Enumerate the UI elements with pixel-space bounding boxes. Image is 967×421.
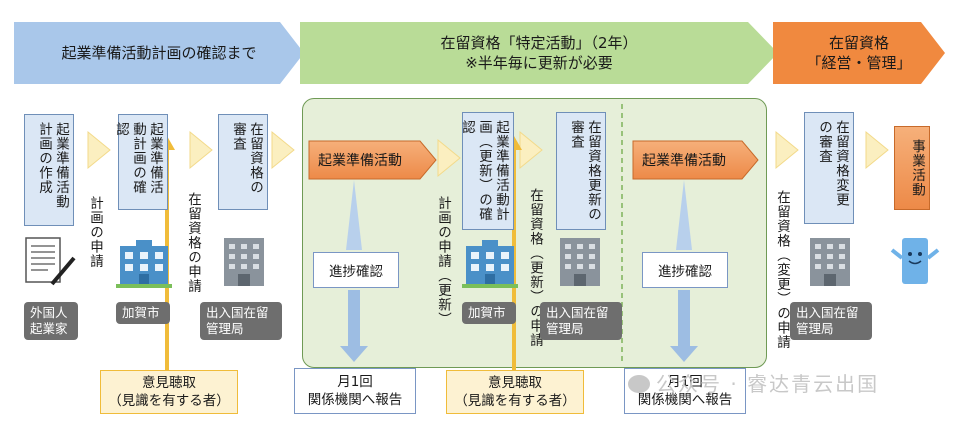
actor-immigration-1: 出入国在留管理局 [200, 302, 282, 340]
immigration-office-building-2-icon [560, 238, 600, 286]
monthly-report-1-line1: 月1回 [337, 374, 373, 390]
label-status-application-change: 在留資格（変更）の申請 [774, 190, 790, 350]
monthly-report-1-line2: 関係機関へ報告 [307, 392, 403, 408]
prep-activity-2-label: 起業準備活動 [642, 153, 726, 169]
label-plan-application: 計画の申請 [87, 196, 103, 269]
step-renewal-review-label: 在留資格更新の審査 [568, 120, 601, 222]
actor-kaga-city-2: 加賀市 [462, 302, 516, 324]
immigration-office-building-3-icon [810, 238, 850, 286]
chevron-arrow-5 [519, 130, 543, 170]
phase2-banner-line1: 在留資格「特定活動」（2年） [440, 34, 638, 52]
phase3-banner-line2: 「経営・管理」 [806, 54, 912, 72]
opinion-hearing-1-line2: （見識を有する者） [108, 393, 230, 409]
prep-activity-2-arrow [632, 140, 759, 180]
step-change-review-label: 在留資格変更の審査 [816, 120, 849, 207]
chevron-arrow-7 [865, 130, 889, 170]
watermark-text: 公众号 · 睿达青云出国 [656, 372, 880, 396]
chevron-arrow-1 [87, 130, 111, 170]
label-status-application-renewal: 在留資格（更新）の申請 [527, 188, 543, 348]
step-plan-confirm-renewal: 起業準備活動計画（更新）の確認 [459, 112, 514, 230]
step-change-review: 在留資格変更の審査 [804, 112, 854, 224]
watermark: 公众号 · 睿达青云出国 [628, 368, 879, 397]
phase2-banner-line2: ※半年毎に更新が必要 [465, 54, 613, 72]
actor-kaga-city-1: 加賀市 [116, 302, 170, 324]
progress-check-2: 進捗確認 [642, 252, 728, 288]
city-hall-building-icon [116, 240, 172, 288]
progress-check-1: 進捗確認 [313, 252, 399, 288]
step-renewal-review: 在留資格更新の審査 [556, 112, 606, 230]
label-plan-application-renewal: 計画の申請（更新） [435, 196, 451, 327]
wechat-icon [628, 375, 650, 393]
phase3-banner-line1: 在留資格 [828, 34, 889, 52]
progress-check-2-label: 進捗確認 [658, 264, 712, 280]
business-building-mascot-icon [890, 238, 940, 284]
monthly-report-2-line1: 月1回 [667, 374, 703, 390]
progress-spike-1 [346, 180, 362, 250]
monthly-report-1: 月1回 関係機関へ報告 [294, 368, 416, 414]
opinion-hearing-1: 意見聴取 （見識を有する者） [100, 370, 238, 414]
step-business-activity-label: 事業活動 [909, 139, 925, 197]
actor-foreign-entrepreneur: 外国人起業家 [24, 302, 78, 340]
document-pen-icon [25, 237, 76, 286]
step-plan-confirm-renewal-label: 起業準備活動計画（更新）の確認 [459, 120, 509, 222]
opinion-hearing-1-line1: 意見聴取 [142, 375, 196, 391]
chevron-arrow-3 [271, 130, 295, 170]
prep-activity-1-label: 起業準備活動 [318, 153, 402, 169]
monthly-report-2-line2: 関係機関へ報告 [637, 392, 733, 408]
step-plan-creation-label: 起業準備活動計画の作成 [36, 122, 69, 209]
actor-immigration-2: 出入国在留管理局 [540, 302, 622, 340]
opinion-hearing-2-line1: 意見聴取 [488, 375, 542, 391]
phase3-banner: 在留資格 「経営・管理」 [773, 22, 945, 84]
chevron-arrow-4 [437, 138, 461, 178]
immigration-office-building-1-icon [224, 238, 264, 286]
phase1-banner: 起業準備活動計画の確認まで [14, 22, 304, 84]
progress-spike-2 [676, 180, 692, 250]
step-status-review: 在留資格の審査 [218, 114, 268, 210]
step-plan-confirm-label: 起業準備活動計画の確認 [113, 122, 163, 195]
step-plan-creation: 起業準備活動計画の作成 [24, 114, 74, 226]
chevron-arrow-6 [775, 130, 799, 170]
actor-immigration-3: 出入国在留管理局 [790, 302, 872, 340]
label-status-application: 在留資格の申請 [185, 192, 201, 294]
step-status-review-label: 在留資格の審査 [230, 122, 263, 195]
prep-activity-1-arrow [308, 140, 437, 180]
progress-check-1-label: 進捗確認 [329, 264, 383, 280]
city-hall-building-2-icon [462, 240, 518, 288]
phase2-banner: 在留資格「特定活動」（2年） ※半年毎に更新が必要 [300, 22, 778, 84]
half-year-divider [621, 104, 623, 362]
step-business-activity: 事業活動 [894, 126, 930, 210]
opinion-hearing-2: 意見聴取 （見識を有する者） [446, 370, 584, 414]
phase1-banner-label: 起業準備活動計画の確認まで [61, 44, 257, 62]
chevron-arrow-2 [189, 130, 213, 170]
step-plan-confirm: 起業準備活動計画の確認 [113, 114, 168, 210]
opinion-hearing-2-line2: （見識を有する者） [454, 393, 576, 409]
